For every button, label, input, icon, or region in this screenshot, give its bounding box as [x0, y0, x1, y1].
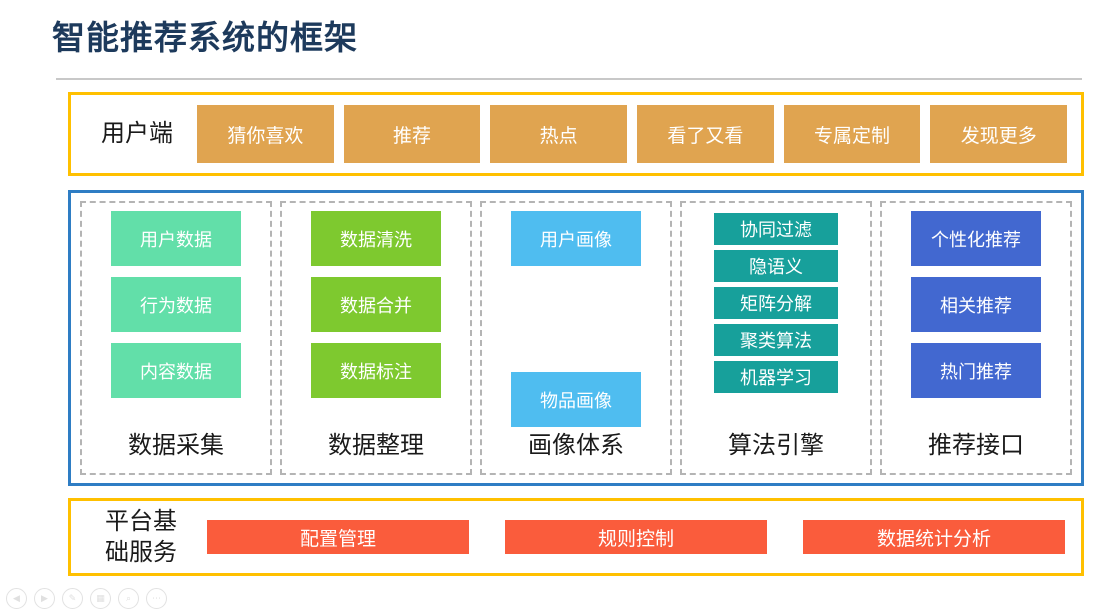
platform-label-line1: 平台基 — [105, 508, 177, 535]
item-user-profile[interactable]: 用户画像 — [511, 211, 641, 266]
column-data-preparation[interactable]: 数据清洗 数据合并 数据标注 数据整理 — [280, 201, 472, 475]
platform-chip-rule-control[interactable]: 规则控制 — [505, 520, 767, 554]
platform-services-label: 平台基 础服务 — [81, 506, 201, 568]
user-chip-5[interactable]: 发现更多 — [930, 105, 1068, 163]
more-icon[interactable]: ⋯ — [146, 588, 167, 609]
platform-label-line2: 础服务 — [105, 539, 177, 566]
title-divider — [56, 78, 1082, 80]
previous-icon[interactable]: ◀ — [6, 588, 27, 609]
item-behavior-data[interactable]: 行为数据 — [111, 277, 241, 332]
user-client-band: 用户端 猜你喜欢 推荐 热点 看了又看 专属定制 发现更多 — [68, 92, 1084, 176]
platform-chip-list: 配置管理 规则控制 数据统计分析 — [201, 520, 1081, 554]
user-chip-2[interactable]: 热点 — [490, 105, 628, 163]
user-chip-4[interactable]: 专属定制 — [783, 105, 921, 163]
item-item-profile[interactable]: 物品画像 — [511, 372, 641, 427]
item-user-data[interactable]: 用户数据 — [111, 211, 241, 266]
column-title-algorithm-engine: 算法引擎 — [728, 432, 824, 459]
column-title-data-preparation: 数据整理 — [328, 432, 424, 459]
user-client-label: 用户端 — [101, 120, 173, 147]
column-title-recommendation-api: 推荐接口 — [928, 432, 1024, 459]
user-chip-3[interactable]: 看了又看 — [637, 105, 774, 163]
item-personalized-recommendation[interactable]: 个性化推荐 — [911, 211, 1041, 266]
user-chip-1[interactable]: 推荐 — [343, 105, 481, 163]
column-data-preparation-items: 数据清洗 数据合并 数据标注 — [282, 211, 470, 431]
column-recommendation-api-items: 个性化推荐 相关推荐 热门推荐 — [882, 211, 1070, 431]
platform-chip-data-statistics[interactable]: 数据统计分析 — [803, 520, 1065, 554]
search-icon[interactable]: ⌕ — [118, 588, 139, 609]
item-machine-learning[interactable]: 机器学习 — [714, 361, 838, 393]
bottom-toolbar: ◀ ▶ ✎ ▦ ⌕ ⋯ — [6, 588, 167, 609]
column-data-collection[interactable]: 用户数据 行为数据 内容数据 数据采集 — [80, 201, 272, 475]
column-title-data-collection: 数据采集 — [128, 432, 224, 459]
item-related-recommendation[interactable]: 相关推荐 — [911, 277, 1041, 332]
column-algorithm-engine-items: 协同过滤 隐语义 矩阵分解 聚类算法 机器学习 — [682, 211, 870, 431]
page-title: 智能推荐系统的框架 — [52, 19, 358, 56]
column-profile-system[interactable]: 用户画像 物品画像 画像体系 — [480, 201, 672, 475]
item-data-merging[interactable]: 数据合并 — [311, 277, 441, 332]
user-chip-0[interactable]: 猜你喜欢 — [197, 105, 334, 163]
platform-chip-config-management[interactable]: 配置管理 — [207, 520, 469, 554]
item-collaborative-filtering[interactable]: 协同过滤 — [714, 213, 838, 245]
core-pipeline-band: 用户数据 行为数据 内容数据 数据采集 数据清洗 数据合并 数据标注 数据整理 … — [68, 190, 1084, 486]
item-data-labeling[interactable]: 数据标注 — [311, 343, 441, 398]
column-data-collection-items: 用户数据 行为数据 内容数据 — [82, 211, 270, 431]
item-popular-recommendation[interactable]: 热门推荐 — [911, 343, 1041, 398]
column-title-profile-system: 画像体系 — [528, 432, 624, 459]
grid-icon[interactable]: ▦ — [90, 588, 111, 609]
item-content-data[interactable]: 内容数据 — [111, 343, 241, 398]
item-latent-semantic[interactable]: 隐语义 — [714, 250, 838, 282]
column-profile-system-items: 用户画像 物品画像 — [482, 211, 670, 431]
platform-services-band: 平台基 础服务 配置管理 规则控制 数据统计分析 — [68, 498, 1084, 576]
column-algorithm-engine[interactable]: 协同过滤 隐语义 矩阵分解 聚类算法 机器学习 算法引擎 — [680, 201, 872, 475]
column-recommendation-api[interactable]: 个性化推荐 相关推荐 热门推荐 推荐接口 — [880, 201, 1072, 475]
item-matrix-factorization[interactable]: 矩阵分解 — [714, 287, 838, 319]
item-data-cleaning[interactable]: 数据清洗 — [311, 211, 441, 266]
item-clustering-algorithm[interactable]: 聚类算法 — [714, 324, 838, 356]
user-client-chip-list: 猜你喜欢 推荐 热点 看了又看 专属定制 发现更多 — [195, 105, 1081, 163]
play-icon[interactable]: ▶ — [34, 588, 55, 609]
pen-icon[interactable]: ✎ — [62, 588, 83, 609]
